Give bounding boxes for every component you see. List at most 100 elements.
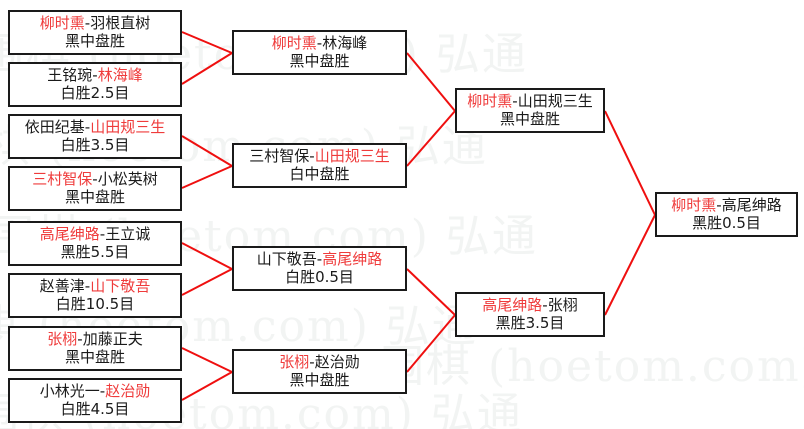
match-players-r2m1: 柳时熏-林海峰	[271, 33, 368, 53]
match-box-r1m7[interactable]: 张栩-加藤正夫黑中盘胜	[8, 326, 182, 371]
player-separator: -	[309, 352, 315, 371]
connector-line-9	[406, 110, 456, 167]
connector-line-13	[604, 214, 656, 316]
winner-name: 林海峰	[97, 65, 143, 84]
player-separator: -	[542, 295, 548, 314]
player-separator: -	[84, 13, 91, 32]
match-box-r2m1[interactable]: 柳时熏-林海峰黑中盘胜	[232, 30, 407, 75]
player-separator: -	[77, 329, 83, 348]
connector-line-10	[406, 268, 456, 316]
match-players-r3m2: 高尾绅路-张栩	[482, 295, 578, 315]
match-result-r1m2: 白胜2.5目	[60, 83, 130, 102]
match-players-r1m5: 高尾绅路-王立诚	[39, 224, 151, 244]
match-players-r1m1: 柳时熏-羽根直树	[39, 13, 151, 33]
connector-line-8	[406, 52, 456, 112]
player-separator: -	[316, 33, 323, 52]
match-box-r3m2[interactable]: 高尾绅路-张栩黑胜3.5目	[455, 292, 605, 337]
loser-name: 赵善津	[39, 276, 85, 295]
loser-name: 赵治勋	[314, 352, 360, 371]
match-players-r1m6: 赵善津-山下敬吾	[39, 276, 150, 296]
player-separator: -	[316, 249, 323, 268]
loser-name: 依田纪基	[24, 117, 85, 136]
match-box-r1m3[interactable]: 依田纪基-山田规三生白胜3.5目	[8, 114, 182, 159]
player-separator: -	[99, 381, 106, 400]
match-box-r1m2[interactable]: 王铭琬-林海峰白胜2.5目	[8, 62, 182, 107]
winner-name: 张栩	[47, 329, 78, 348]
match-box-r2m2[interactable]: 三村智保-山田规三生白中盘胜	[232, 143, 407, 188]
loser-name: 羽根直树	[90, 13, 151, 32]
loser-name: 张栩	[547, 295, 578, 314]
match-result-r4m1: 黑胜0.5目	[692, 213, 761, 232]
winner-name: 赵治勋	[105, 381, 151, 400]
winner-name: 高尾绅路	[39, 224, 100, 243]
connector-line-6	[181, 347, 233, 373]
match-box-r1m8[interactable]: 小林光一-赵治勋白胜4.5目	[8, 378, 182, 423]
match-box-r4m1[interactable]: 柳时熏-高尾绅路黑胜0.5目	[655, 192, 798, 237]
loser-name: 加藤正夫	[82, 329, 143, 348]
loser-name: 山田规三生	[517, 91, 593, 110]
loser-name: 小松英树	[97, 169, 158, 188]
match-result-r1m1: 黑中盘胜	[64, 31, 125, 50]
connector-line-11	[406, 314, 456, 373]
match-players-r2m4: 张栩-赵治勋	[279, 352, 360, 372]
loser-name: 高尾绅路	[721, 195, 782, 214]
match-result-r2m3: 白胜0.5目	[285, 267, 354, 286]
winner-name: 山田规三生	[90, 117, 166, 136]
match-result-r2m2: 白中盘胜	[289, 164, 350, 183]
winner-name: 柳时熏	[271, 33, 317, 52]
match-players-r1m7: 张栩-加藤正夫	[47, 329, 143, 349]
player-separator: -	[716, 195, 722, 214]
winner-name: 柳时熏	[671, 195, 717, 214]
connector-line-7	[181, 371, 233, 401]
connector-line-3	[181, 165, 233, 189]
match-players-r1m8: 小林光一-赵治勋	[40, 381, 151, 401]
match-result-r1m4: 黑中盘胜	[64, 187, 125, 206]
match-box-r3m1[interactable]: 柳时熏-山田规三生黑中盘胜	[455, 88, 605, 133]
winner-name: 高尾绅路	[482, 295, 543, 314]
player-separator: -	[84, 117, 91, 136]
loser-name: 山下敬吾	[256, 249, 317, 268]
watermark-text: 围棋 (hoetom.com) 弘通	[380, 341, 804, 392]
loser-name: 王铭琬	[47, 65, 93, 84]
player-separator: -	[512, 91, 518, 110]
match-box-r1m1[interactable]: 柳时熏-羽根直树黑中盘胜	[8, 10, 182, 55]
player-separator: -	[92, 169, 98, 188]
match-result-r1m8: 白胜4.5目	[60, 399, 130, 418]
player-separator: -	[99, 224, 106, 243]
winner-name: 高尾绅路	[322, 249, 383, 268]
match-result-r1m7: 黑中盘胜	[64, 347, 125, 366]
match-players-r1m2: 王铭琬-林海峰	[47, 65, 143, 85]
match-box-r2m4[interactable]: 张栩-赵治勋黑中盘胜	[232, 349, 407, 394]
connector-line-0	[181, 31, 233, 54]
loser-name: 三村智保	[249, 146, 310, 165]
match-box-r2m3[interactable]: 山下敬吾-高尾绅路白胜0.5目	[232, 246, 407, 291]
match-result-r1m5: 黑胜5.5目	[60, 242, 130, 261]
player-separator: -	[309, 146, 315, 165]
match-result-r3m1: 黑中盘胜	[499, 109, 560, 128]
match-players-r2m3: 山下敬吾-高尾绅路	[256, 249, 383, 269]
player-separator: -	[92, 65, 98, 84]
winner-name: 柳时熏	[39, 13, 85, 32]
connector-line-4	[181, 242, 233, 270]
match-players-r1m4: 三村智保-小松英树	[32, 169, 158, 189]
match-box-r1m4[interactable]: 三村智保-小松英树黑中盘胜	[8, 166, 182, 211]
loser-name: 林海峰	[322, 33, 368, 52]
winner-name: 张栩	[279, 352, 310, 371]
match-box-r1m6[interactable]: 赵善津-山下敬吾白胜10.5目	[8, 273, 182, 318]
match-result-r2m1: 黑中盘胜	[289, 51, 350, 70]
connector-line-5	[181, 268, 233, 296]
match-players-r3m1: 柳时熏-山田规三生	[467, 91, 593, 111]
match-players-r1m3: 依田纪基-山田规三生	[24, 117, 166, 137]
winner-name: 三村智保	[32, 169, 93, 188]
connector-line-1	[181, 52, 233, 85]
winner-name: 山田规三生	[314, 146, 390, 165]
loser-name: 王立诚	[105, 224, 151, 243]
winner-name: 柳时熏	[467, 91, 513, 110]
match-box-r1m5[interactable]: 高尾绅路-王立诚黑胜5.5目	[8, 221, 182, 266]
player-separator: -	[84, 276, 91, 295]
match-result-r2m4: 黑中盘胜	[289, 370, 350, 389]
connector-line-2	[181, 135, 233, 167]
match-result-r1m6: 白胜10.5目	[55, 294, 135, 313]
connector-line-12	[604, 110, 656, 216]
